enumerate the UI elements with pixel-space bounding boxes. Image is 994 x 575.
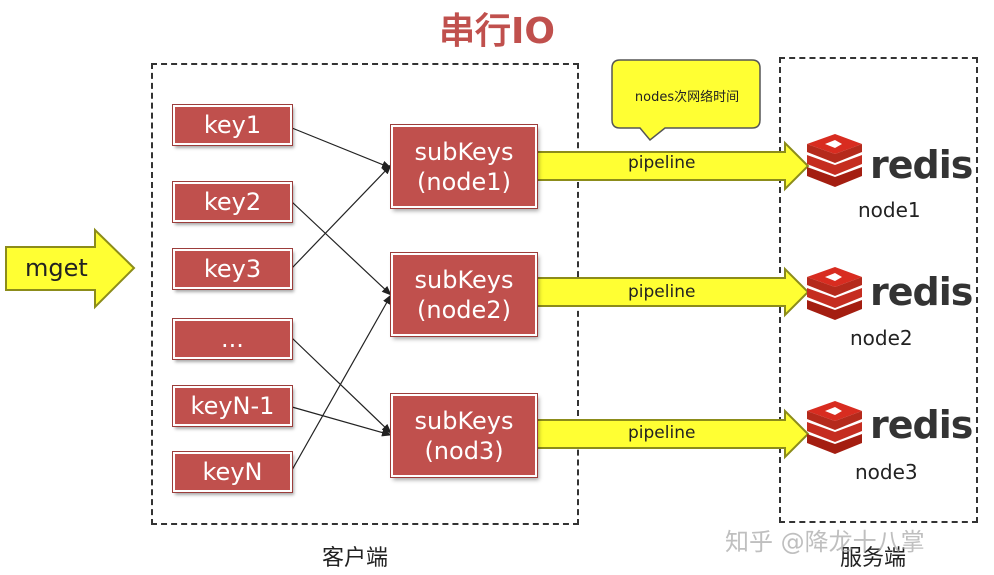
line-key3-node1 bbox=[291, 164, 392, 269]
pipeline-arrow-3 bbox=[536, 408, 810, 460]
key-box-n-minus-1: keyN-1 bbox=[173, 386, 292, 426]
callout-bubble bbox=[611, 59, 761, 142]
callout-text: nodes次网络时间 bbox=[634, 90, 740, 105]
line-key1-node1 bbox=[291, 127, 392, 169]
subkeys-title: subKeys bbox=[414, 406, 514, 435]
subkeys-box-node2: subKeys (node2) bbox=[391, 253, 537, 336]
key-box-2: key2 bbox=[173, 182, 292, 222]
line-keyn-node2 bbox=[291, 294, 392, 471]
client-label: 客户端 bbox=[322, 546, 389, 571]
pipeline-label-2: pipeline bbox=[628, 282, 696, 302]
mget-arrow bbox=[5, 227, 136, 310]
redis-wordmark-3: redis bbox=[870, 403, 973, 447]
server-node-label-1: node1 bbox=[858, 198, 921, 222]
subkeys-node: (nod3) bbox=[424, 436, 504, 465]
watermark-text: 知乎 @降龙十八掌 bbox=[725, 528, 925, 556]
redis-wordmark-2: redis bbox=[870, 270, 973, 314]
subkeys-title: subKeys bbox=[414, 137, 514, 166]
key-box-n: keyN bbox=[173, 452, 292, 492]
subkeys-title: subKeys bbox=[414, 265, 514, 294]
server-node-label-3: node3 bbox=[855, 460, 918, 484]
line-key2-node2 bbox=[291, 201, 392, 296]
subkeys-box-node3: subKeys (nod3) bbox=[391, 394, 537, 477]
key-box-3: key3 bbox=[173, 249, 292, 289]
pipeline-arrow-1 bbox=[536, 140, 810, 192]
subkeys-node: (node2) bbox=[417, 295, 511, 324]
key-box-ellipsis: ... bbox=[173, 319, 292, 359]
pipeline-arrow-2 bbox=[536, 266, 810, 318]
redis-logo-icon bbox=[807, 267, 862, 320]
subkeys-box-node1: subKeys (node1) bbox=[391, 125, 537, 208]
line-ellipsis-node3 bbox=[291, 337, 392, 434]
server-label: 服务端 bbox=[840, 546, 907, 571]
server-node-label-2: node2 bbox=[850, 326, 913, 350]
diagram-title: 串行IO bbox=[439, 11, 555, 52]
subkeys-node: (node1) bbox=[417, 167, 511, 196]
pipeline-label-3: pipeline bbox=[628, 423, 696, 443]
line-keyn1-node3 bbox=[291, 406, 392, 437]
key-box-1: key1 bbox=[173, 105, 292, 145]
redis-wordmark-1: redis bbox=[870, 143, 973, 187]
redis-logo-icon bbox=[807, 401, 862, 454]
redis-logo-icon bbox=[807, 134, 862, 187]
mget-label: mget bbox=[25, 254, 88, 282]
pipeline-label-1: pipeline bbox=[628, 153, 696, 173]
